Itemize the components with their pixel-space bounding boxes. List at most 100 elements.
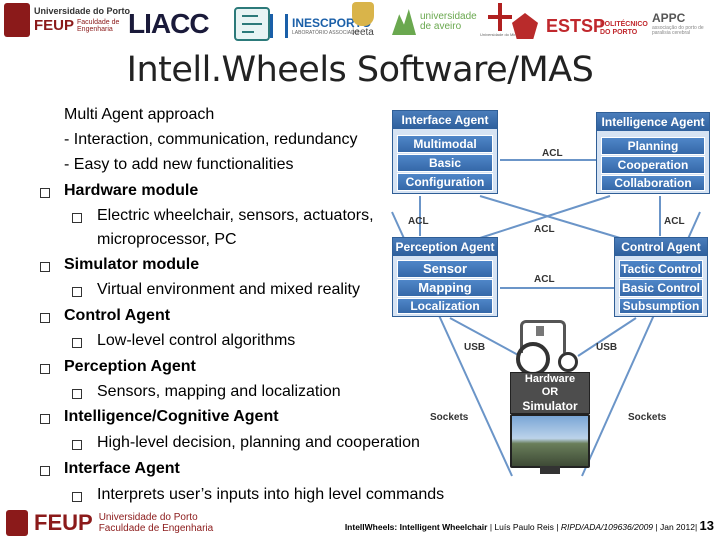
inesc-porto-logo: INESCPORTO LABORATÓRIO ASSOCIADO <box>270 8 371 44</box>
pentagon-icon <box>512 13 538 39</box>
sockets-label: Sockets <box>628 412 667 423</box>
interface-item-basic: Basic <box>397 154 493 172</box>
acl-label: ACL <box>542 148 563 159</box>
footer-feup-wordmark: FEUP <box>34 510 93 535</box>
intelligence-item-collaboration: Collaboration <box>601 175 705 191</box>
aveiro-emblem-icon <box>392 9 416 35</box>
appc-logo: APPC associação do porto de paralisia ce… <box>652 6 712 42</box>
intelligence-item-cooperation: Cooperation <box>601 156 705 174</box>
ieeta-wordmark: ieeta <box>352 27 374 38</box>
aveiro-logo: universidade de aveiro <box>392 4 477 40</box>
ieeta-hand-icon <box>352 2 374 26</box>
hardware-or-simulator-box: Hardware OR Simulator <box>510 372 590 414</box>
perception-item-sensor: Sensor <box>397 260 493 278</box>
control-item-tactic: Tactic Control <box>619 260 703 278</box>
liacc-logo: LIACC <box>128 6 210 42</box>
interface-item-configuration: Configuration <box>397 173 493 191</box>
usb-label: USB <box>464 342 486 353</box>
perception-agent-box: Perception Agent Sensor Mapping Localiza… <box>392 237 498 317</box>
sockets-label: Sockets <box>430 412 469 423</box>
bullet-dash-interaction: - Interaction, communication, redundancy <box>64 131 358 148</box>
square-bullet-icon <box>72 213 82 223</box>
interface-agent-box: Interface Agent Multimodal Basic Configu… <box>392 110 498 194</box>
minho-logo: Universidade do Minho <box>480 2 521 38</box>
slide-title: Intell.Wheels Software/MAS <box>126 50 594 90</box>
intelligence-agent-title: Intelligence Agent <box>597 113 709 131</box>
inesc-wordmark: INESCPORTO <box>292 15 372 30</box>
bullet-hardware-sub: Electric wheelchair, sensors, actuators, <box>97 207 374 224</box>
intelligence-agent-box: Intelligence Agent Planning Cooperation … <box>596 112 710 194</box>
partner-logo-strip: Universidade do Porto FEUP Faculdade de … <box>0 0 720 44</box>
footer-page-number: 13 <box>699 518 714 533</box>
square-bullet-icon <box>72 287 82 297</box>
estsp-logo: ESTSP <box>546 8 605 44</box>
wheelchair-image <box>512 312 584 376</box>
perception-item-mapping: Mapping <box>397 279 493 297</box>
square-bullet-icon <box>40 262 50 272</box>
control-item-basic: Basic Control <box>619 279 703 297</box>
square-bullet-icon <box>72 389 82 399</box>
simulator-label: Simulator <box>522 399 578 413</box>
monitor-stand <box>540 466 560 474</box>
square-bullet-icon <box>40 414 50 424</box>
inesc-emblem-icon <box>270 14 288 38</box>
pentagon-logo <box>512 8 538 44</box>
politecnico-line1: POLITÉCNICO <box>600 20 648 28</box>
footer-date: Jan 2012 <box>659 522 695 532</box>
bullet-perception: Perception Agent <box>64 358 196 375</box>
footer-author: Luís Paulo Reis <box>494 522 554 532</box>
bullet-dash-functionalities: - Easy to add new functionalities <box>64 156 294 173</box>
ieeta-logo: ieeta <box>352 2 374 38</box>
feup-wordmark: FEUP <box>34 17 75 34</box>
or-label: OR <box>541 386 559 398</box>
bullet-control-sub: Low-level control algorithms <box>97 332 296 349</box>
control-item-subsumption: Subsumption <box>619 298 703 314</box>
footer-project-title: IntellWheels: Intelligent Wheelchair <box>344 522 488 532</box>
control-agent-box: Control Agent Tactic Control Basic Contr… <box>614 237 708 317</box>
simulator-monitor-image <box>510 414 590 476</box>
circuit-icon <box>234 7 270 41</box>
politecnico-line2: DO PORTO <box>600 28 638 36</box>
footer-separator: | <box>653 522 660 532</box>
square-bullet-icon <box>40 364 50 374</box>
control-agent-title: Control Agent <box>615 238 707 256</box>
acl-label: ACL <box>534 224 555 235</box>
bullet-intelligence: Intelligence/Cognitive Agent <box>64 408 279 425</box>
square-bullet-icon <box>72 338 82 348</box>
bullet-control: Control Agent <box>64 307 171 324</box>
footer-feup-logo: FEUP Universidade do Porto Faculdade de … <box>6 510 213 536</box>
footer-faculty-name: Faculdade de Engenharia <box>98 523 214 534</box>
circuit-logo <box>234 6 270 42</box>
square-bullet-icon <box>72 492 82 502</box>
footer-uporto-name: Universidade do Porto <box>98 512 198 523</box>
appc-subtitle: associação do porto de paralisia cerebra… <box>652 24 704 36</box>
acl-label: ACL <box>534 274 555 285</box>
bullet-simulator: Simulator module <box>64 256 200 273</box>
uporto-feup-logo: Universidade do Porto FEUP Faculdade de … <box>4 2 130 38</box>
appc-wordmark: APPC <box>652 10 686 25</box>
footer-citation: IntellWheels: Intelligent Wheelchair | L… <box>345 518 714 533</box>
bullet-hardware: Hardware module <box>64 182 199 199</box>
interface-item-multimodal: Multimodal <box>397 135 493 153</box>
footer-separator: | <box>553 522 561 532</box>
footer-separator: | <box>487 522 495 532</box>
footer-separator: | <box>694 522 700 532</box>
footer-grant: RIPD/ADA/109636/2009 <box>560 522 654 532</box>
politecnico-logo: POLITÉCNICO DO PORTO <box>600 10 648 46</box>
feup-line3: Engenharia <box>77 25 113 33</box>
square-bullet-icon <box>72 440 82 450</box>
acl-label: ACL <box>408 216 429 227</box>
inesc-subtitle: LABORATÓRIO ASSOCIADO <box>292 29 359 36</box>
intelligence-item-planning: Planning <box>601 137 705 155</box>
bullet-intelligence-sub: High-level decision, planning and cooper… <box>97 434 420 451</box>
liacc-wordmark: LIACC <box>128 8 210 39</box>
aveiro-line2: de aveiro <box>420 21 462 32</box>
square-bullet-icon <box>40 188 50 198</box>
aveiro-line1: universidade <box>420 11 477 22</box>
acl-label: ACL <box>664 216 685 227</box>
uporto-emblem-icon <box>4 3 30 37</box>
footer-emblem-icon <box>6 510 28 536</box>
interface-agent-title: Interface Agent <box>393 111 497 129</box>
hardware-label: Hardware <box>524 373 576 385</box>
perception-item-localization: Localization <box>397 298 493 314</box>
